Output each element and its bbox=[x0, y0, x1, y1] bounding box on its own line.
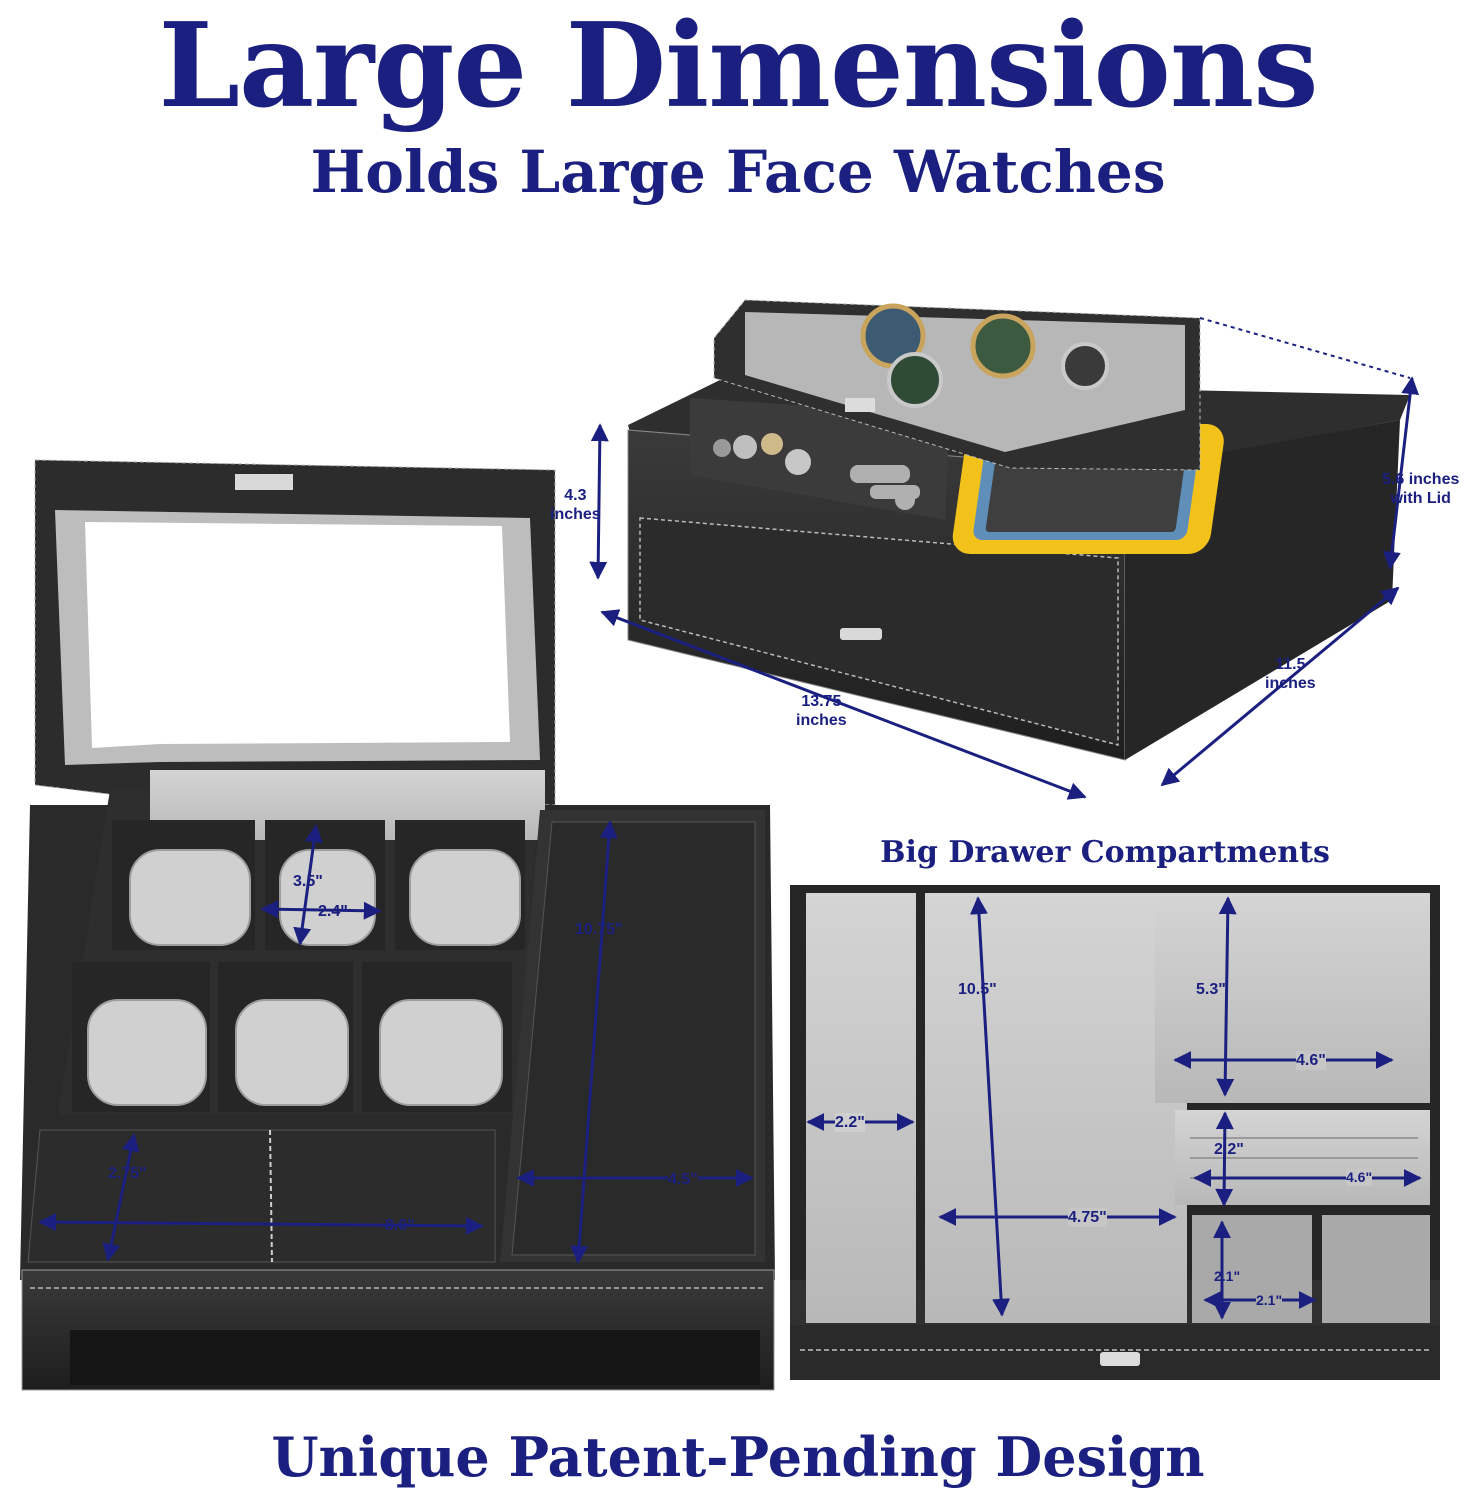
dim-overall-depth: 11.5 inches bbox=[1265, 656, 1316, 693]
dim-ring-width: 4.6" bbox=[1346, 1169, 1373, 1186]
footer-tagline: Unique Patent-Pending Design bbox=[271, 1425, 1205, 1489]
dim-right-top-height: 5.3" bbox=[1196, 981, 1226, 998]
dim-center-width: 4.75" bbox=[1068, 1208, 1107, 1228]
dim-ring-height: 2.2" bbox=[1214, 1141, 1244, 1158]
open-valet-box bbox=[20, 459, 775, 1391]
dim-overall-height: 4.3 inches bbox=[550, 487, 601, 524]
dim-tray-length: 10.75" bbox=[575, 921, 623, 938]
drawer-compartments bbox=[790, 885, 1440, 1380]
dim-small-height: 2.1" bbox=[1214, 1268, 1241, 1284]
dim-left-width: 2.2" bbox=[835, 1113, 865, 1133]
dim-watch-slot-height: 3.5" bbox=[293, 873, 323, 890]
dim-overall-width: 13.75 inches bbox=[796, 693, 847, 730]
drawer-heading: Big Drawer Compartments bbox=[880, 835, 1330, 870]
dim-small-width: 2.1" bbox=[1256, 1292, 1283, 1309]
dim-tray-width: 4.5" bbox=[668, 1170, 698, 1190]
headline: Large Dimensions bbox=[158, 0, 1318, 134]
subheadline: Holds Large Face Watches bbox=[310, 138, 1166, 206]
dim-watch-slot-width: 2.4" bbox=[318, 903, 348, 920]
closed-valet-box bbox=[589, 299, 1420, 800]
dim-front-width: 8.0" bbox=[385, 1217, 415, 1234]
dim-right-top-width: 4.6" bbox=[1296, 1051, 1326, 1071]
dim-height-with-lid: 5.6 inches with Lid bbox=[1382, 471, 1460, 508]
dim-front-height: 2.75" bbox=[108, 1165, 147, 1182]
dim-center-length: 10.5" bbox=[958, 981, 997, 998]
